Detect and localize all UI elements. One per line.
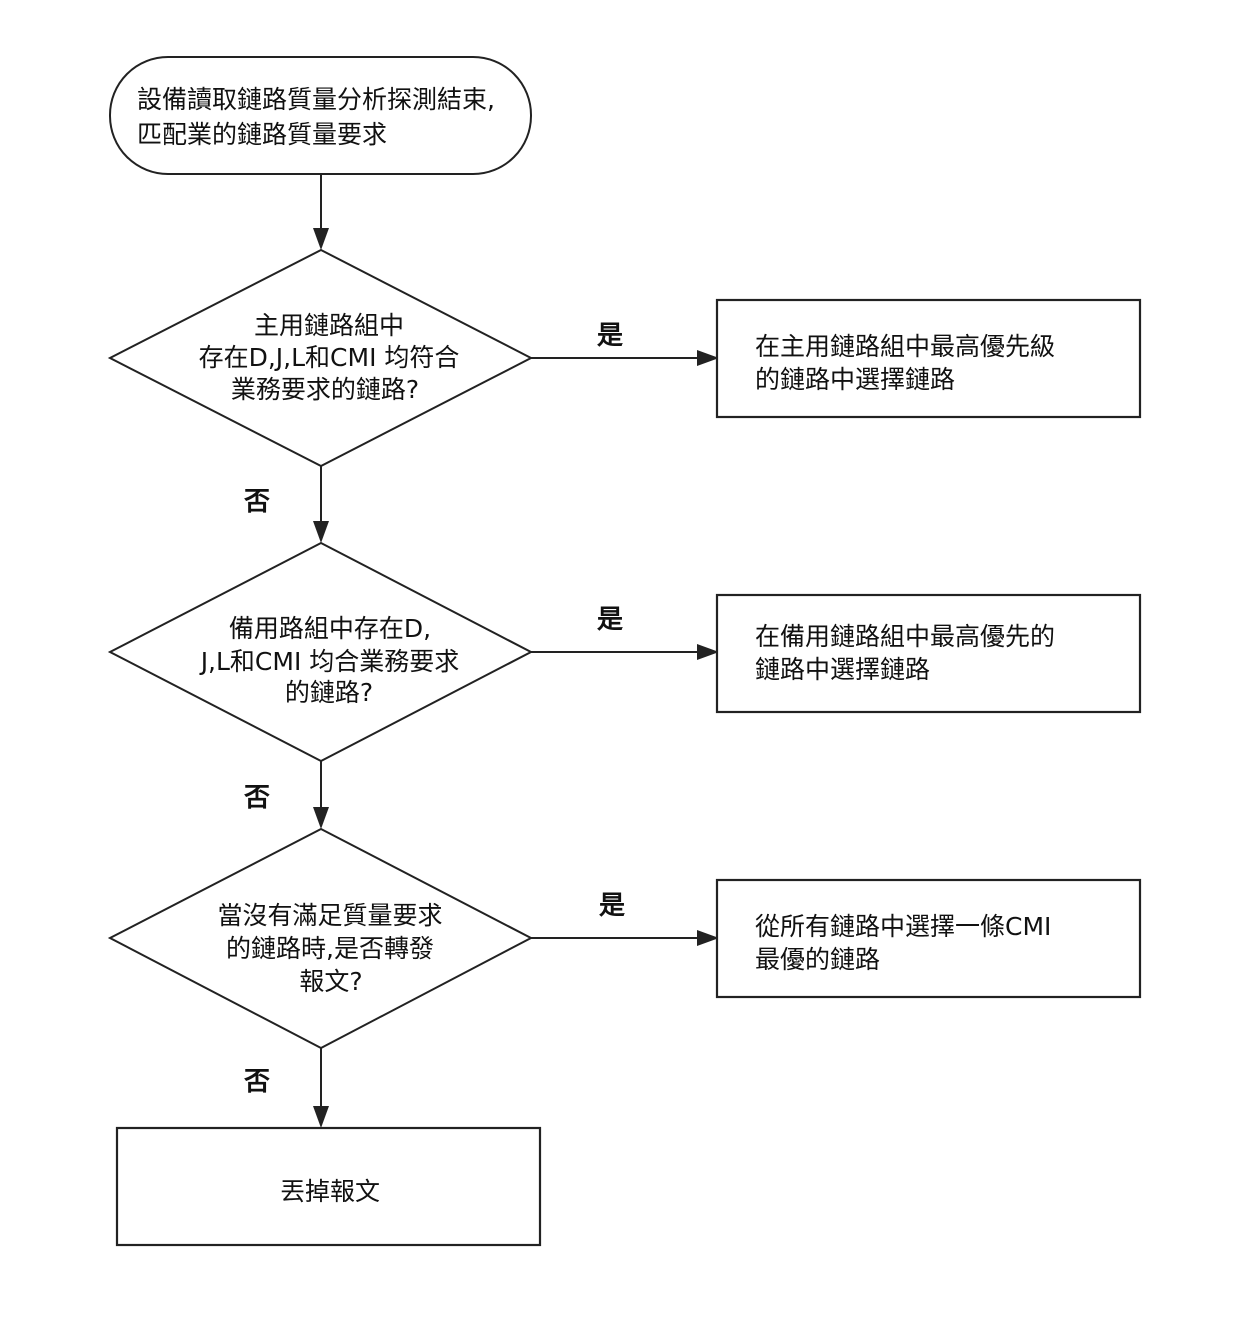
arrow-decision3-no: 否 [244, 1048, 329, 1128]
decision3-text-line2: 的鏈路時,是否轉發 [226, 934, 434, 963]
result1-node: 在主用鏈路組中最高優先級 的鏈路中選擇鏈路 [715, 298, 1142, 419]
end-node: 丟掉報文 [115, 1126, 542, 1247]
start-text-line2: 匹配業的鏈路質量要求 [137, 120, 387, 149]
result2-node: 在備用鏈路組中最高優先的 鏈路中選擇鏈路 [715, 593, 1142, 714]
decision2-yes-label: 是 [597, 605, 623, 635]
decision1-yes-label: 是 [597, 321, 623, 351]
start-node: 設備讀取鏈路質量分析探測結束, 匹配業的鏈路質量要求 [109, 56, 532, 175]
decision1-no-label: 否 [244, 487, 270, 517]
arrow-decision2-no: 否 [244, 761, 329, 829]
decision3-no-label: 否 [244, 1067, 270, 1097]
decision1-text-line3: 業務要求的鏈路? [231, 375, 419, 404]
decision3-node: 當沒有滿足質量要求 的鏈路時,是否轉發 報文? [107, 827, 534, 1050]
decision2-node: 備用路組中存在D, J,L和CMI 均合業務要求 的鏈路? [107, 541, 534, 763]
arrow-decision1-no: 否 [244, 466, 329, 543]
decision3-yes-label: 是 [599, 891, 625, 921]
decision2-text-line2: J,L和CMI 均合業務要求 [199, 647, 460, 676]
arrow-decision2-yes: 是 [531, 605, 719, 660]
end-text: 丟掉報文 [280, 1177, 380, 1206]
decision2-no-label: 否 [244, 783, 270, 813]
result1-text-line1: 在主用鏈路組中最高優先級 [755, 332, 1055, 361]
decision2-text-line1: 備用路組中存在D, [229, 614, 431, 643]
decision2-text-line3: 的鏈路? [285, 678, 373, 707]
arrow-decision3-yes: 是 [531, 891, 719, 946]
decision1-node: 主用鏈路組中 存在D,J,L和CMI 均符合 業務要求的鏈路? [107, 248, 534, 468]
result3-node: 從所有鏈路中選擇一條CMI 最優的鏈路 [715, 878, 1142, 999]
arrow-decision1-yes: 是 [531, 321, 719, 366]
decision1-text-line2: 存在D,J,L和CMI 均符合 [199, 343, 460, 372]
start-text-line1: 設備讀取鏈路質量分析探測結束, [137, 85, 495, 114]
decision3-text-line1: 當沒有滿足質量要求 [217, 901, 442, 930]
result3-text-line2: 最優的鏈路 [755, 945, 880, 974]
arrow-start-to-decision1 [313, 174, 329, 250]
result1-text-line2: 的鏈路中選擇鏈路 [755, 365, 955, 394]
result3-text-line1: 從所有鏈路中選擇一條CMI [755, 912, 1051, 941]
result2-text-line1: 在備用鏈路組中最高優先的 [755, 622, 1055, 651]
decision1-text-line1: 主用鏈路組中 [254, 311, 404, 340]
result2-text-line2: 鏈路中選擇鏈路 [755, 655, 930, 684]
decision3-text-line3: 報文? [299, 967, 362, 996]
